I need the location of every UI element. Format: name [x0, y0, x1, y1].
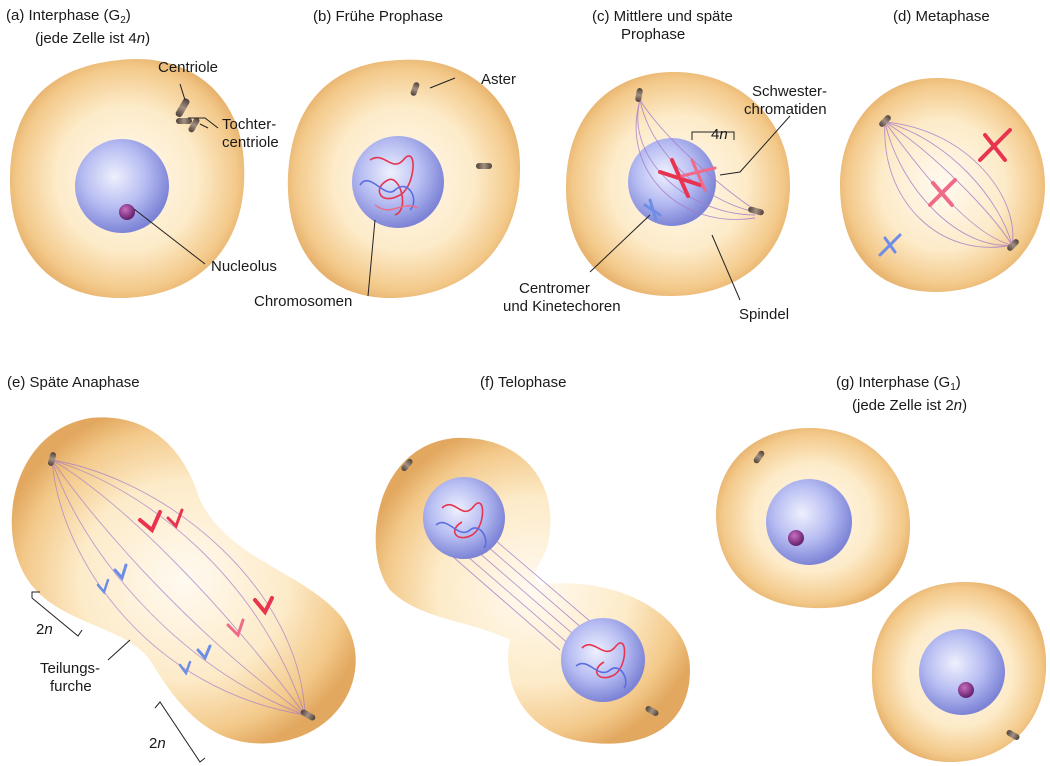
panel-d-title: (d) Metaphase [893, 8, 990, 26]
panel-g-line2: (jede Zelle ist 2 [836, 397, 954, 414]
label-2n-upper-n: n [44, 621, 52, 638]
label-teilung-line2: furche [40, 678, 92, 695]
panel-c-line1: (c) Mittlere und späte [592, 8, 733, 25]
cell-metaphase [840, 78, 1045, 292]
panel-g-line1-end: ) [956, 374, 961, 391]
label-nucleolus: Nucleolus [211, 258, 277, 276]
panel-c-title: (c) Mittlere und späte Prophase [592, 8, 733, 44]
panel-f-title: (f) Telophase [480, 374, 566, 392]
label-2n-lower-n: n [157, 735, 165, 752]
label-chromosomen: Chromosomen [254, 293, 352, 311]
panel-g-line2-end: ) [962, 397, 967, 414]
label-4n-prophase: 4n [711, 126, 728, 144]
panel-e-title: (e) Späte Anaphase [7, 374, 140, 392]
label-centromer-line2: und Kinetechoren [503, 298, 621, 315]
nucleus [919, 629, 1005, 715]
cell-interphase-g1 [716, 428, 1046, 762]
panel-a-title: (a) Interphase (G2) (jede Zelle ist 4n) [6, 7, 150, 48]
nucleus [423, 477, 505, 559]
label-centriole: Centriole [158, 59, 218, 77]
panel-g-line2-italic: n [954, 397, 962, 414]
panel-b-title: (b) Frühe Prophase [313, 8, 443, 26]
cell-late-anaphase [12, 417, 356, 762]
panel-a-line2-end: ) [145, 30, 150, 47]
cell-interphase-g2 [10, 59, 244, 298]
label-spindel: Spindel [739, 306, 789, 324]
label-aster: Aster [481, 71, 516, 89]
label-teilungsfurche: Teilungs- furche [40, 660, 100, 696]
label-2n-lower: 2n [149, 735, 166, 753]
label-centromer-line1: Centromer [503, 280, 590, 297]
label-teilung-line1: Teilungs- [40, 660, 100, 677]
cell-telophase [376, 438, 690, 744]
nucleolus [788, 530, 804, 546]
panel-g-line1: (g) Interphase (G [836, 374, 950, 391]
label-tochter-line1: Tochter- [222, 116, 276, 133]
label-tochtercentriole: Tochter- centriole [222, 116, 279, 152]
panel-a-line2: (jede Zelle ist 4 [6, 30, 137, 47]
label-centromer: Centromer und Kinetechoren [503, 280, 621, 316]
nucleus [561, 618, 645, 702]
cell-early-prophase [288, 60, 520, 298]
nucleus [766, 479, 852, 565]
label-tochter-line2: centriole [222, 134, 279, 151]
panel-g-title: (g) Interphase (G1) (jede Zelle ist 2n) [836, 374, 967, 415]
panel-c-line2: Prophase [592, 26, 685, 43]
panel-a-line2-italic: n [137, 30, 145, 47]
panel-a-line1: (a) Interphase (G [6, 7, 120, 24]
panel-a-line1-end: ) [126, 7, 131, 24]
label-schwester-line1: Schwester- [744, 83, 827, 100]
label-2n-upper: 2n [36, 621, 53, 639]
nucleus [75, 139, 169, 233]
label-4n-n: n [719, 126, 727, 143]
nucleolus [119, 204, 135, 220]
nucleolus [958, 682, 974, 698]
label-schwester-line2: chromatiden [744, 101, 827, 118]
label-schwesterchromatiden: Schwester- chromatiden [744, 83, 827, 119]
